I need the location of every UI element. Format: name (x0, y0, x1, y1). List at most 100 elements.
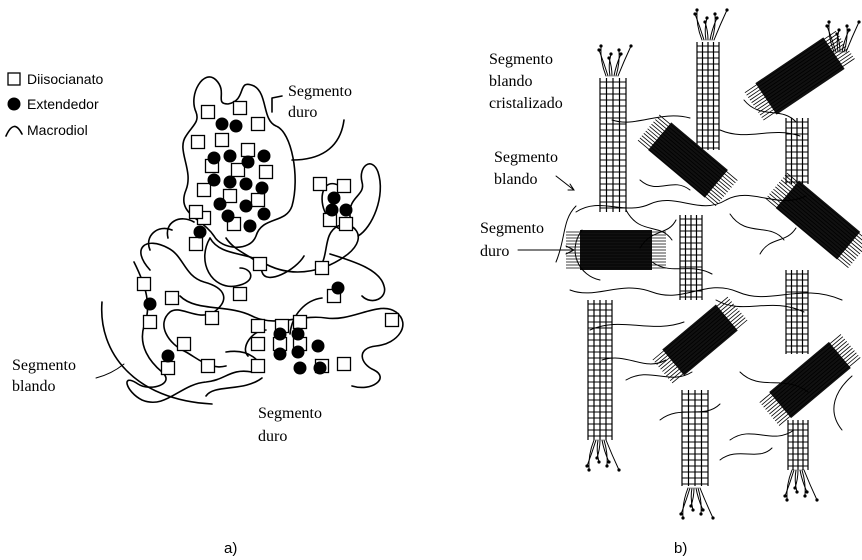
diisocyanate-square (242, 144, 255, 157)
caption-b: b) (674, 540, 687, 557)
caption-a: a) (224, 540, 237, 557)
extender-dot (328, 192, 341, 205)
label-hard-b-1: Segmento (480, 220, 544, 237)
amorphous-soft-chain (602, 358, 772, 460)
chain-end-dot (783, 494, 786, 497)
extender-dot (162, 350, 175, 363)
extender-dot (294, 362, 307, 375)
diisocyanate-square (166, 292, 179, 305)
chain-end (614, 54, 621, 76)
extender-dot (194, 226, 207, 239)
chain-end-dot (827, 20, 830, 23)
diisocyanate-square (254, 258, 267, 271)
hard-segment-block (765, 172, 862, 269)
extender-dot (292, 346, 305, 359)
amorphous-soft-chain (612, 116, 800, 136)
extender-dot (292, 328, 305, 341)
extender-dot (326, 204, 339, 217)
crystalline-soft-segment (786, 270, 808, 354)
diisocyanate-square (252, 360, 265, 373)
extender-dot (224, 176, 237, 189)
chain-end-dot (713, 12, 716, 15)
chain-end-dot (607, 460, 610, 463)
diisocyanate-square (202, 106, 215, 119)
chain-ends (597, 44, 632, 76)
chain-end-dot (587, 468, 590, 471)
label-hard-b-2: duro (480, 243, 509, 260)
chain-end-dot (857, 20, 860, 23)
diisocyanate-square (202, 360, 215, 373)
diisocyanate-square (252, 194, 265, 207)
diisocyanate-square (252, 338, 265, 351)
panel-b-labels: Segmento blando cristalizado Segmento bl… (480, 51, 687, 557)
soft-segment-arrow (556, 176, 574, 190)
chain-end (681, 488, 690, 514)
macrodiol-chain (180, 296, 403, 387)
extender-dot (214, 198, 227, 211)
label-cryst-2: blando (489, 73, 533, 90)
hard-segment-block (758, 333, 861, 427)
chain-end-dot (617, 468, 620, 471)
label-soft-b-1: Segmento (494, 149, 558, 166)
chain-end-dot (619, 52, 622, 55)
diisocyanate-square (234, 102, 247, 115)
crystalline-soft-segment (697, 42, 719, 150)
chain-ends (693, 8, 728, 40)
diisocyanate-square (198, 184, 211, 197)
hard-segment-block (652, 295, 749, 384)
label-hard-bottom-2: duro (258, 428, 287, 445)
chain-end (602, 440, 609, 462)
chain-end-dot (847, 28, 850, 31)
chain-end-dot (605, 464, 608, 467)
extender-dot (216, 118, 229, 131)
chain-end-dot (607, 56, 610, 59)
diisocyanate-square (314, 178, 327, 191)
chain-end-dot (793, 486, 796, 489)
chain-end (695, 14, 704, 40)
chain-end-dot (837, 28, 840, 31)
diisocyanate-square (234, 288, 247, 301)
label-hard-bottom-1: Segmento (258, 405, 322, 422)
hard-segment-block (744, 29, 856, 122)
extender-dot (144, 298, 157, 311)
extender-dot (258, 150, 271, 163)
crystalline-soft-segment (786, 118, 808, 184)
extender-dot (340, 204, 353, 217)
soft-segment-pointer (96, 364, 124, 378)
extender-dot (332, 282, 345, 295)
chain-end-dot (689, 504, 692, 507)
amorphous-soft-chain (576, 195, 806, 212)
chain-end (696, 488, 703, 510)
curve-icon (6, 126, 22, 136)
diisocyanate-square (252, 320, 265, 333)
extender-dot (274, 328, 287, 341)
chain-end-dot (705, 16, 708, 19)
amorphous-soft-chain (660, 404, 794, 440)
chain-end-dot (617, 48, 620, 51)
diisocyanate-square (338, 180, 351, 193)
chain-end (587, 440, 596, 466)
chain-ends (679, 488, 714, 520)
extender-dot (240, 200, 253, 213)
chain-end-dot (597, 460, 600, 463)
chain-ends (585, 440, 620, 472)
extender-dot (208, 152, 221, 165)
chain-end-dot (711, 516, 714, 519)
extender-dot (208, 174, 221, 187)
chain-end-dot (805, 490, 808, 493)
label-soft-2: blando (12, 378, 56, 395)
panel-a-diagram (96, 77, 403, 404)
extender-dot (312, 340, 325, 353)
crystalline-soft-segment (600, 78, 626, 212)
label-soft-1: Segmento (12, 357, 76, 374)
diisocyanate-square (178, 338, 191, 351)
chain-end-dot (845, 24, 848, 27)
chain-end-dot (795, 490, 798, 493)
legend: Diisocianato Extendedor Macrodiol (6, 71, 103, 138)
chain-end-dot (597, 48, 600, 51)
chain-end-dot (703, 20, 706, 23)
diisocyanate-square (338, 358, 351, 371)
chain-end (599, 50, 608, 76)
amorphous-soft-chain (640, 220, 796, 254)
